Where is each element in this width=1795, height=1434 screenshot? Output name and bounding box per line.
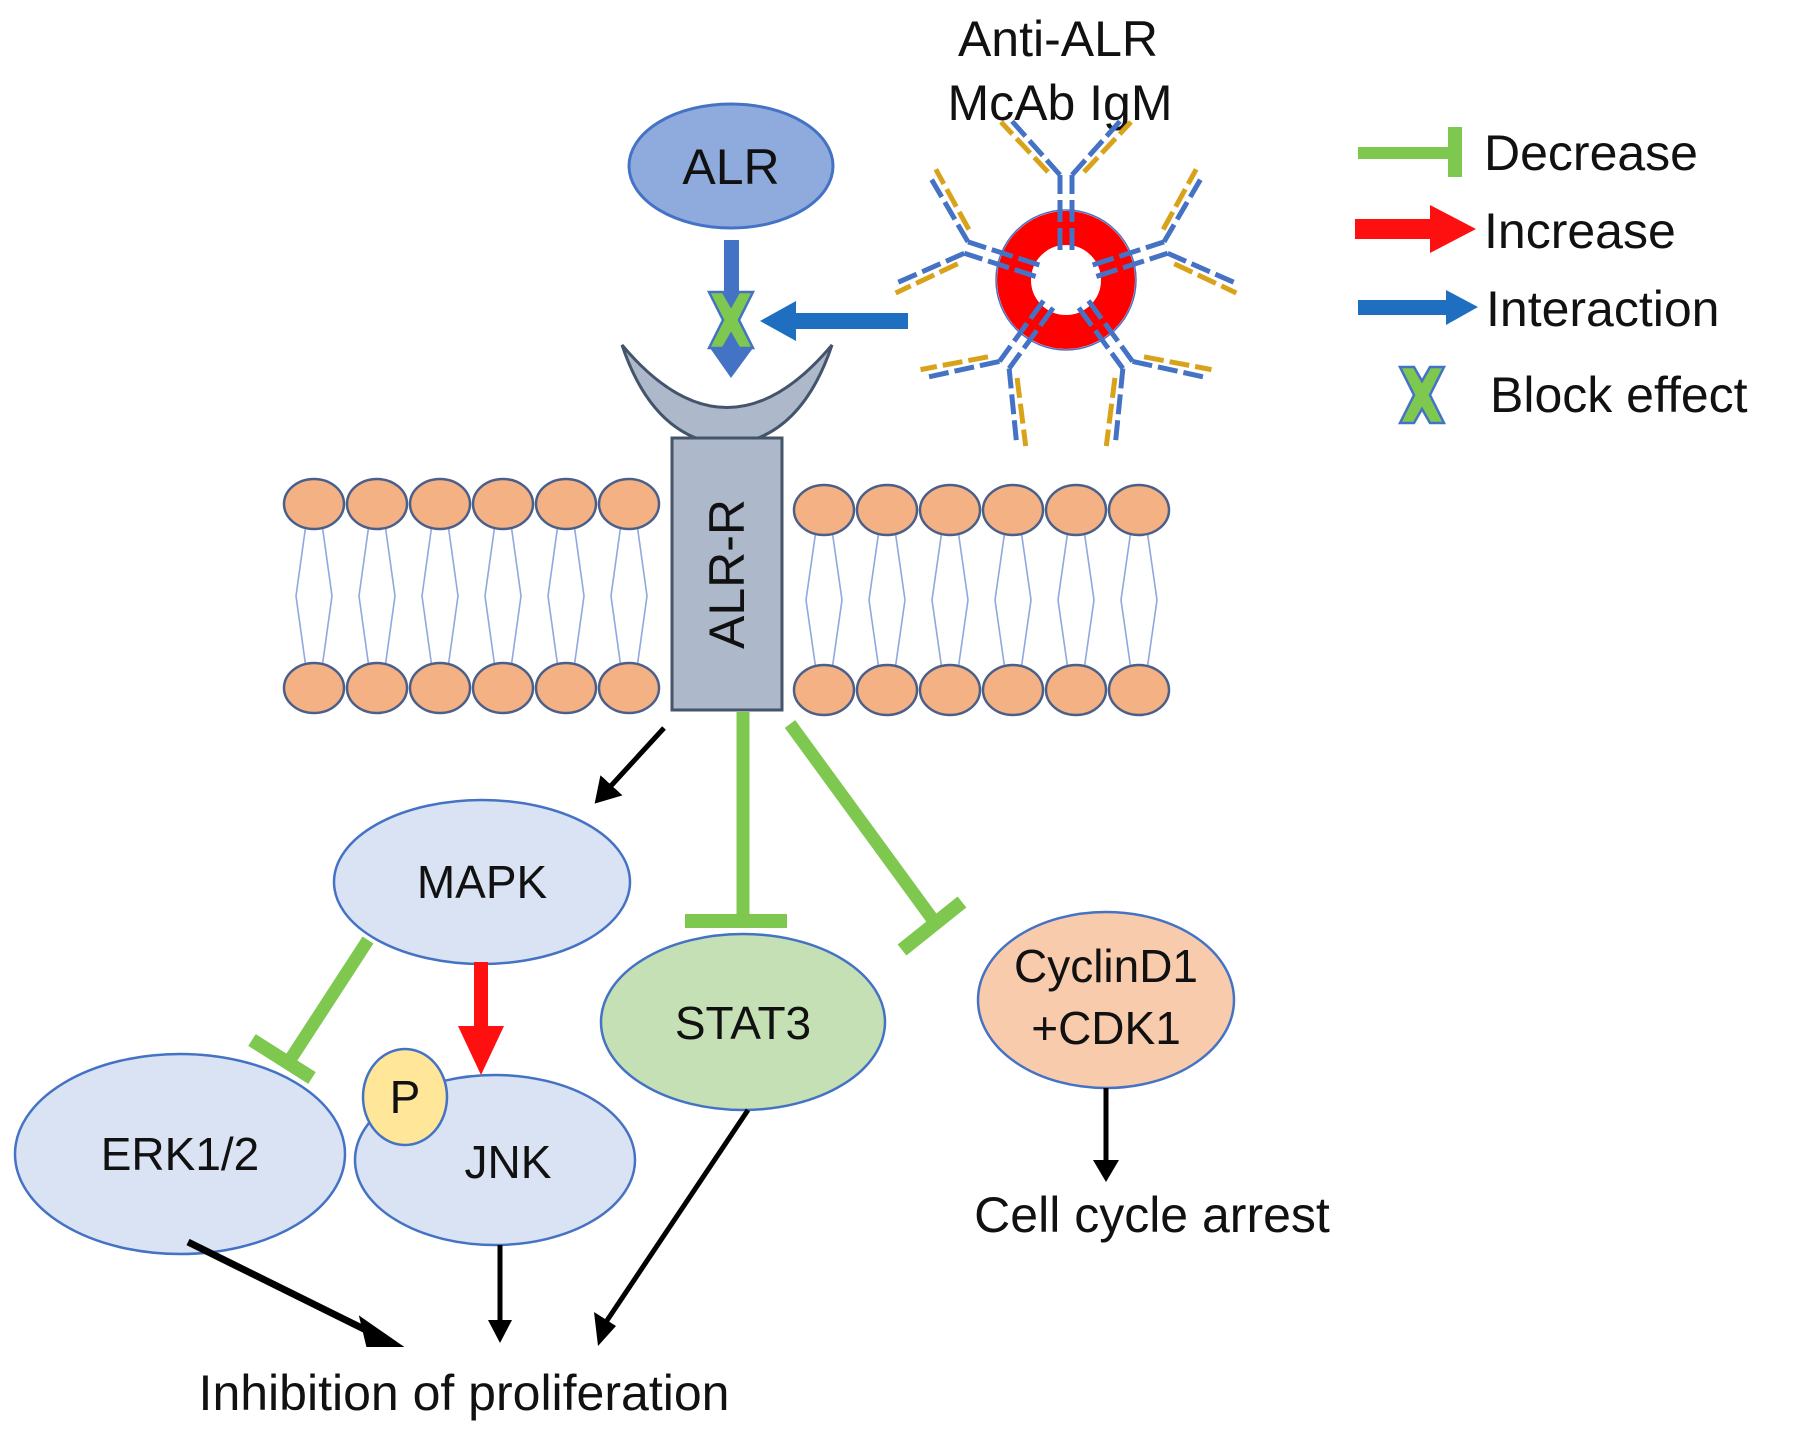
lipid-head [1107,663,1171,717]
edge-mapk-increases-jnk [458,962,504,1075]
lipid-head [345,477,409,531]
legend-item-block: Block effect [1397,365,1748,425]
igm-arm [1076,299,1212,447]
lipid-molecule [471,477,535,715]
edge-erk-to-inhibition [186,1238,405,1347]
lipid-head [918,483,982,537]
svg-text:CyclinD1: CyclinD1 [1014,940,1198,992]
phospho-badge: P [361,1047,449,1147]
lipid-head [597,661,661,715]
svg-text:STAT3: STAT3 [675,997,811,1049]
lipid-molecule [981,483,1045,717]
legend-item-decrease: Decrease [1358,125,1698,181]
lipid-head [855,663,919,717]
lipid-head [471,661,535,715]
igm-arm [894,168,1041,296]
svg-text:+CDK1: +CDK1 [1031,1002,1181,1054]
lipid-molecule [408,477,472,715]
lipid-head [597,477,661,531]
svg-text:P: P [390,1071,421,1123]
edge-receptor-inhibits-cyclin [784,720,967,956]
lipid-molecule [345,477,409,715]
igm-arm [999,118,1133,250]
cell-membrane [282,477,1171,717]
receptor-body [670,436,784,712]
legend-item-increase: Increase [1355,203,1676,259]
lipid-molecule [855,483,919,717]
lipid-head [855,483,919,537]
lipid-head [471,477,535,531]
receptor-label: ALR-R [699,499,755,649]
receptor-cup [620,344,834,447]
svg-text:Block effect: Block effect [1490,367,1748,423]
lipid-molecule [597,477,661,715]
lipid-head [792,483,856,537]
igm-ring [997,211,1135,349]
lipid-head [345,661,409,715]
lipid-molecule [1107,483,1171,717]
antibody-label-line2: McAb IgM [947,75,1172,131]
lipid-head [1044,663,1108,717]
svg-text:JNK: JNK [465,1136,552,1188]
svg-text:ERK1/2: ERK1/2 [101,1128,260,1180]
inhibition-label: Inhibition of proliferation [199,1365,730,1421]
lipid-head [408,661,472,715]
lipid-molecule [792,483,856,717]
alr-label: ALR [682,139,779,195]
svg-text:Decrease: Decrease [1484,125,1698,181]
svg-text:Interaction: Interaction [1486,281,1719,337]
antibody-label-line1: Anti-ALR [958,11,1158,67]
node-mapk: MAPK [332,798,632,966]
igm-arm [1091,168,1238,296]
igm-interaction-arrow [760,301,908,341]
lipid-molecule [918,483,982,717]
block-x-legend-icon [1397,365,1447,425]
svg-text:Increase: Increase [1484,203,1676,259]
edge-receptor-inhibits-stat3 [685,712,787,928]
node-cyclin-cdk1: CyclinD1 +CDK1 [976,910,1236,1090]
igm-arm [920,299,1056,447]
alr-ligand: ALR [627,102,835,230]
edge-jnk-to-inhibition [488,1245,512,1343]
lipid-head [282,661,346,715]
node-erk: ERK1/2 [13,1052,347,1256]
lipid-head [981,483,1045,537]
igm-antibody-icon [894,118,1238,447]
lipid-head [1044,483,1108,537]
lipid-molecule [534,477,598,715]
lipid-head [408,477,472,531]
lipid-head [534,477,598,531]
node-stat3: STAT3 [599,932,887,1112]
cell-cycle-arrest-label: Cell cycle arrest [974,1187,1330,1243]
block-x-icon [706,290,756,350]
lipid-molecule [282,477,346,715]
lipid-head [534,661,598,715]
edge-cyclin-to-arrest [1093,1088,1119,1182]
lipid-head [1107,483,1171,537]
lipid-head [918,663,982,717]
edge-receptor-to-mapk [594,726,666,804]
lipid-head [792,663,856,717]
lipid-head [981,663,1045,717]
lipid-head [282,477,346,531]
legend: Decrease Increase Interaction Block effe… [1355,125,1748,425]
lipid-molecule [1044,483,1108,717]
edge-mapk-inhibits-erk [248,936,374,1084]
legend-item-interaction: Interaction [1358,281,1719,337]
svg-text:MAPK: MAPK [417,856,548,908]
edge-stat3-to-inhibition [594,1108,751,1346]
alr-receptor: ALR-R [620,344,834,712]
